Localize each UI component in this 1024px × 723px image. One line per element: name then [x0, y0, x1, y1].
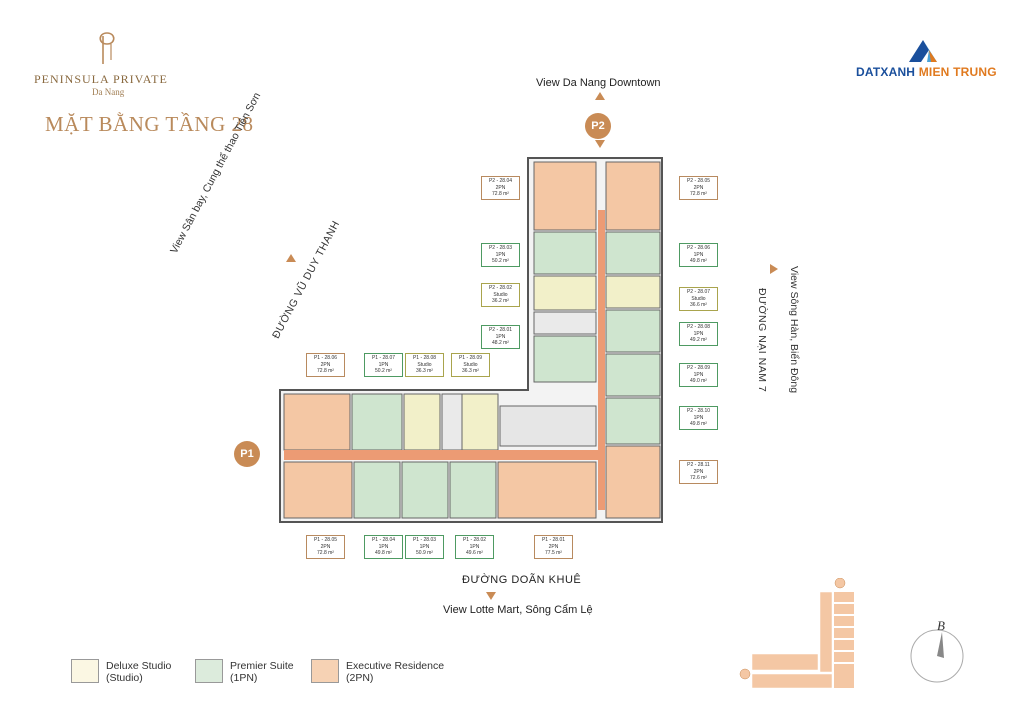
tower-p1-marker: P1 — [234, 441, 260, 467]
street-bottom-label: ĐƯỜNG DOÃN KHUÊ — [462, 574, 582, 586]
peninsula-logo — [99, 32, 115, 64]
brand-city: Da Nang — [92, 87, 125, 97]
legend-swatch-2pn — [311, 659, 339, 683]
page-title: MẶT BẰNG TẦNG 28 — [45, 112, 254, 136]
compass-icon — [910, 629, 964, 683]
legend-swatch-studio — [71, 659, 99, 683]
legend-studio: Deluxe Studio(Studio) — [106, 660, 172, 684]
brand-name: PENINSULA PRIVATE — [34, 72, 168, 86]
developer-name-part1: DATXANH — [856, 65, 916, 79]
legend-1pn: Premier Suite(1PN) — [230, 660, 294, 684]
arrow-down-icon — [486, 592, 496, 600]
street-right-label: ĐƯỜNG NẠI NAM 7 — [756, 288, 768, 393]
developer-name: DATXANH MIEN TRUNG — [856, 65, 997, 79]
arrow-up-icon — [595, 92, 605, 100]
developer-name-part2: MIEN TRUNG — [918, 65, 997, 79]
floor-plan — [279, 157, 663, 523]
compass-label: B — [937, 618, 945, 633]
view-top-label: View Da Nang Downtown — [536, 77, 661, 89]
arrow-right-icon — [770, 264, 778, 274]
arrow-down-icon — [595, 140, 605, 148]
view-bottom-label: View Lotte Mart, Sông Cẩm Lệ — [443, 604, 593, 616]
tower-p2-marker: P2 — [585, 113, 611, 139]
arrow-up-icon — [286, 254, 296, 262]
view-right-label: View Sông Hàn, Biển Đông — [788, 266, 800, 394]
datxanh-logo — [909, 40, 937, 62]
key-plan — [739, 578, 854, 689]
legend-2pn: Executive Residence(2PN) — [346, 660, 445, 684]
legend-swatch-1pn — [195, 659, 223, 683]
